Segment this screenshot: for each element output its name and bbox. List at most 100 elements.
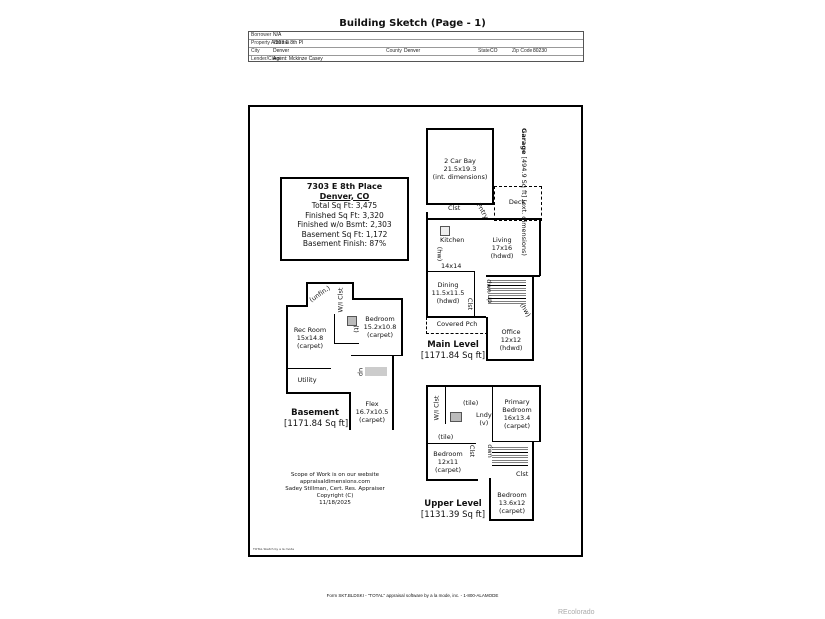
room-bedroom: Bedroom 15.2x10.8 (carpet) bbox=[360, 315, 400, 339]
room-dining: Dining 11.5x11.5 (hdwd) bbox=[428, 281, 468, 305]
level-name: Main Level bbox=[427, 340, 479, 350]
note-line: Copyright (C) bbox=[316, 493, 354, 499]
closet-label: Clst bbox=[468, 444, 477, 458]
room-note: (hdwd) bbox=[436, 297, 460, 305]
summary-line: Finished w/o Bsmt: 2,303 bbox=[297, 220, 392, 229]
room-name: Bedroom bbox=[365, 315, 395, 323]
room-note: (hdwd) bbox=[499, 344, 523, 352]
watermark: REcolorado bbox=[558, 609, 595, 616]
note-line: Sadey Stillman, Cert. Res. Appraiser bbox=[285, 486, 385, 492]
closet-label: Clst bbox=[466, 297, 475, 311]
room-name: Flex bbox=[365, 400, 379, 408]
room-note: (hdwd) bbox=[490, 252, 514, 260]
state-label: State bbox=[478, 48, 490, 54]
lender-label: Lender/Client bbox=[251, 56, 281, 62]
stairs-up-label: up bbox=[486, 294, 495, 304]
room-dimensions: 15.2x10.8 bbox=[363, 323, 397, 331]
room-dimensions: 13.6x12 bbox=[498, 499, 526, 507]
form-footer: Form SKT.BLDSKI - "TOTAL" appraisal soft… bbox=[326, 593, 499, 598]
hw-label: (hw) bbox=[435, 246, 444, 262]
county-label: County bbox=[386, 48, 402, 54]
tile-label: (tile) bbox=[463, 399, 479, 407]
garage-label: Garage bbox=[520, 128, 528, 155]
summary-line: Total Sq Ft: 3,475 bbox=[311, 201, 378, 210]
closet-label: Clst bbox=[516, 470, 529, 478]
note-line: appraisaldimensions.com bbox=[299, 479, 371, 485]
sketch-frame bbox=[248, 105, 583, 557]
walk-in-closet-label: W/I Clst bbox=[336, 287, 345, 313]
note-line: Scope of Work is on our website bbox=[290, 472, 380, 478]
zip-label: Zip Code bbox=[512, 48, 533, 54]
note-line: 11/18/2025 bbox=[319, 500, 351, 506]
main-level-title: Main Level [1171.84 Sq ft] bbox=[420, 340, 486, 362]
room-bedroom: Bedroom 12x11 (carpet) bbox=[430, 450, 466, 474]
room-name: Lndy bbox=[476, 411, 492, 419]
room-name: Living bbox=[492, 236, 512, 244]
summary-line: Basement Finish: 87% bbox=[302, 239, 387, 248]
appraiser-notes: Scope of Work is on our website appraisa… bbox=[250, 472, 420, 507]
state-value: CO bbox=[490, 48, 498, 54]
summary-city: Denver, CO bbox=[319, 191, 370, 201]
room-name: Bedroom bbox=[433, 450, 463, 458]
sketch-credit: TOTAL Sketch by a la mode bbox=[253, 547, 295, 551]
room-name: Primary bbox=[504, 398, 530, 406]
room-dimensions: 12x12 bbox=[500, 336, 522, 344]
stairs-down-label: dwn bbox=[484, 279, 493, 293]
county-value: Denver bbox=[404, 48, 421, 54]
room-dimensions: 16.7x10.5 bbox=[355, 408, 389, 416]
room-flex: Flex 16.7x10.5 (carpet) bbox=[352, 400, 392, 424]
lender-value: Agent: Mckinze Casey bbox=[273, 56, 323, 62]
room-name: Bedroom bbox=[497, 491, 527, 499]
room-primary-bedroom: Primary Bedroom 16x13.4 (carpet) bbox=[496, 398, 538, 430]
room-living: Living 17x16 (hdwd) bbox=[482, 236, 522, 260]
borrower-value: N/A bbox=[273, 32, 282, 38]
room-dimensions: 21.5x19.3 bbox=[443, 165, 477, 173]
level-area: [1171.84 Sq ft] bbox=[420, 351, 486, 361]
room-note: (carpet) bbox=[367, 331, 393, 339]
upper-level-title: Upper Level [1131.39 Sq ft] bbox=[420, 499, 486, 521]
kitchen-dimensions: 14x14 bbox=[441, 262, 462, 270]
address-value: 7303 E 8th Pl bbox=[273, 40, 304, 46]
level-area: [1171.84 Sq ft] bbox=[284, 419, 349, 429]
room-covered-porch: Covered Pch bbox=[436, 320, 478, 328]
room-name: 2 Car Bay bbox=[444, 157, 476, 165]
basement-title: Basement [1171.84 Sq ft] bbox=[284, 408, 349, 430]
summary-line: Finished Sq Ft: 3,320 bbox=[305, 210, 384, 220]
toilet-label: (t) bbox=[351, 325, 360, 333]
summary-street: 7303 E 8th Place bbox=[306, 182, 383, 191]
garage-area: [494.9 Sq ft] bbox=[520, 156, 528, 198]
room-kitchen: Kitchen bbox=[440, 236, 465, 244]
zip-value: 80230 bbox=[533, 48, 547, 54]
room-rec-room: Rec Room 15x14.8 (carpet) bbox=[290, 326, 330, 350]
room-name: Dining bbox=[437, 281, 459, 289]
room-dimensions: 12x11 bbox=[437, 458, 459, 466]
room-note: (carpet) bbox=[435, 466, 461, 474]
room-dimensions: 17x16 bbox=[491, 244, 513, 252]
room-office: Office 12x12 (hdwd) bbox=[490, 328, 532, 352]
tile-label: (tile) bbox=[438, 433, 454, 441]
room-dimensions: 11.5x11.5 bbox=[431, 289, 465, 297]
room-dimensions: 16x13.4 bbox=[503, 414, 531, 422]
room-name: Rec Room bbox=[293, 326, 327, 334]
level-area: [1131.39 Sq ft] bbox=[420, 510, 486, 520]
summary-line: Basement Sq Ft: 1,172 bbox=[301, 229, 388, 239]
address-label: Property Address bbox=[251, 40, 290, 46]
city-label: City bbox=[251, 48, 260, 54]
room-note: (int. dimensions) bbox=[432, 173, 488, 181]
room-bedroom: Bedroom 13.6x12 (carpet) bbox=[493, 491, 531, 515]
room-utility: Utility bbox=[297, 376, 317, 384]
stairs-up-label: up bbox=[357, 367, 366, 377]
room-name: Office bbox=[501, 328, 521, 336]
room-laundry: Lndy (v) bbox=[476, 411, 492, 427]
room-note: (carpet) bbox=[504, 422, 530, 430]
room-note: (carpet) bbox=[359, 416, 385, 424]
room-dimensions: 15x14.8 bbox=[296, 334, 324, 342]
room-note: (carpet) bbox=[297, 342, 323, 350]
property-summary-box: 7303 E 8th Place Denver, CO Total Sq Ft:… bbox=[280, 177, 409, 261]
level-name: Basement bbox=[291, 408, 339, 418]
walk-in-closet-label: W/I Clst bbox=[432, 395, 441, 421]
stairs-down-label: dwn bbox=[485, 444, 494, 458]
room-car-bay: 2 Car Bay 21.5x19.3 (int. dimensions) bbox=[430, 157, 490, 181]
room-name: Bedroom bbox=[502, 406, 532, 414]
